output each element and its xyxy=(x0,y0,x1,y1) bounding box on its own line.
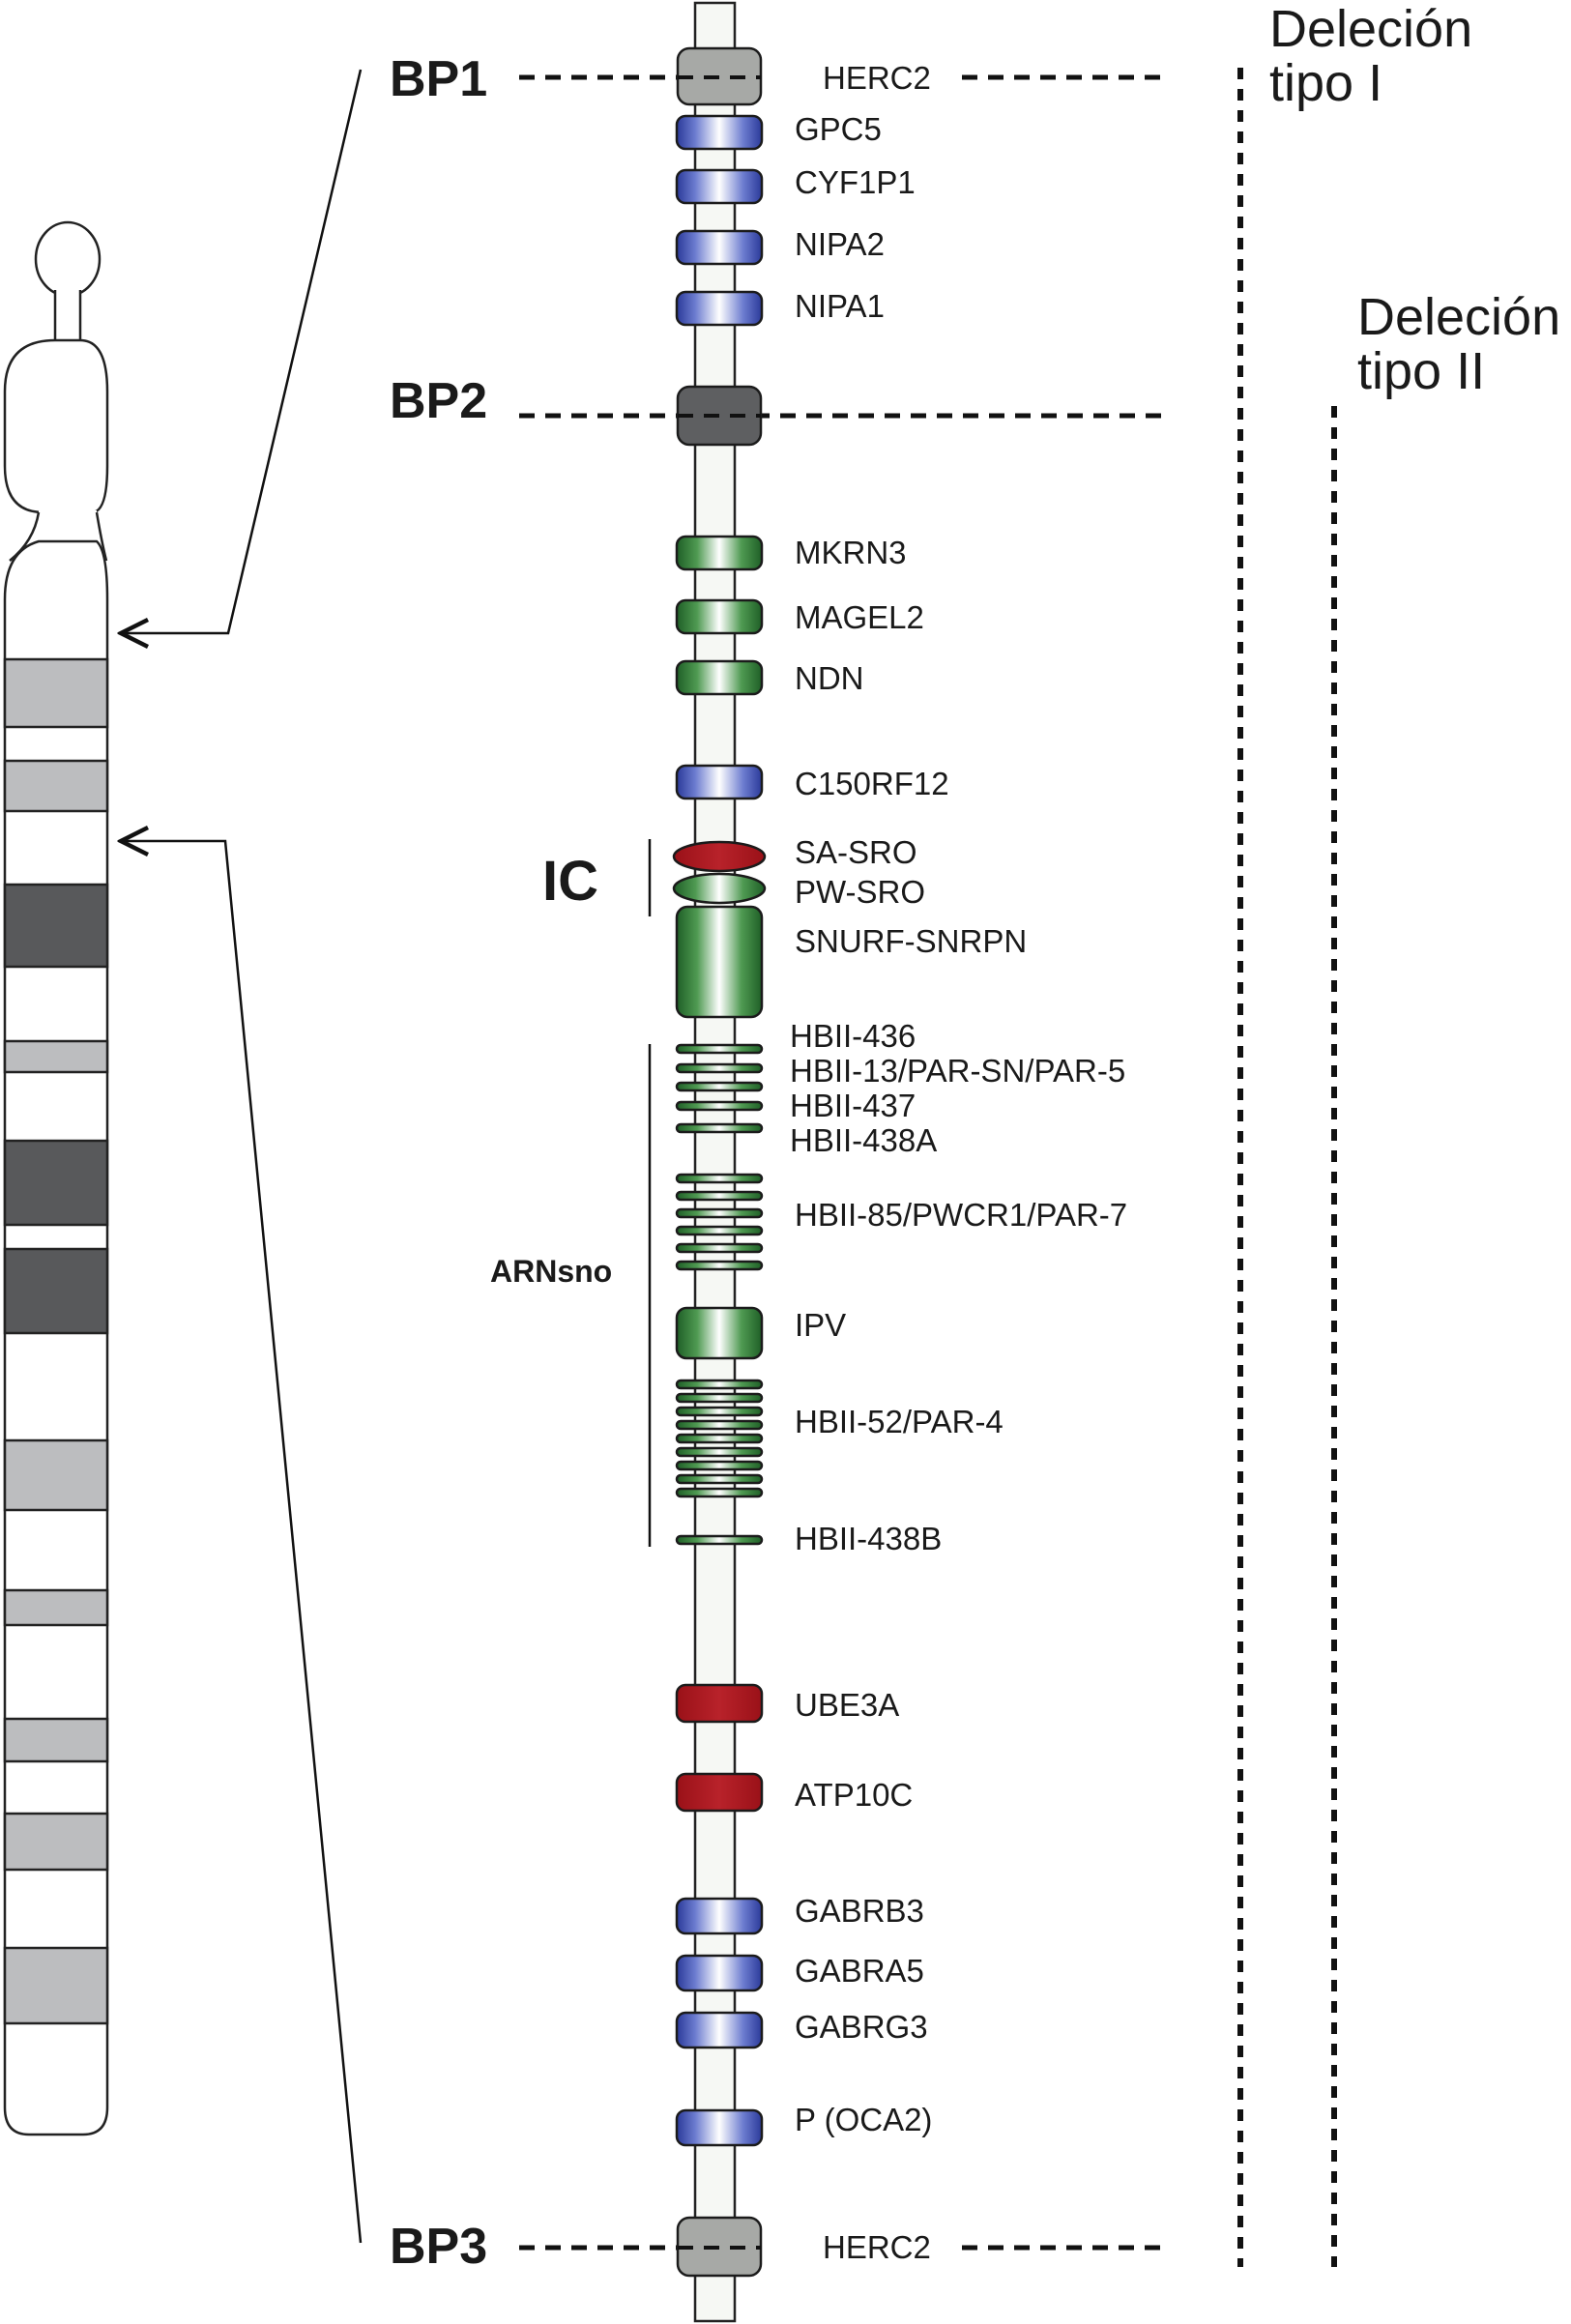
snorna-disc xyxy=(675,1433,764,1444)
chromosome-band xyxy=(3,1717,109,1763)
snorna-disc xyxy=(675,1260,764,1271)
snorna-disc xyxy=(675,1406,764,1417)
snorna-disc-group xyxy=(675,1043,764,1546)
gene-magel2-block xyxy=(675,598,764,635)
chromosome-band xyxy=(3,759,109,813)
gene-nipa1-block xyxy=(675,290,764,327)
gene-label-pw-sro: PW-SRO xyxy=(795,874,925,910)
chromosome-band xyxy=(3,1588,109,1627)
gene-ndn-block xyxy=(675,659,764,696)
snorna-disc xyxy=(675,1062,764,1074)
chromosome-satellite xyxy=(34,220,102,298)
snorna-disc xyxy=(675,1487,764,1498)
gene-label-ipv: IPV xyxy=(795,1307,846,1343)
bp1-label: BP1 xyxy=(390,51,487,107)
gene-label-gabra5: GABRA5 xyxy=(795,1953,924,1989)
ic-label: IC xyxy=(542,850,598,913)
snorna-disc xyxy=(675,1446,764,1458)
gene-label-hbii-438b: HBII-438B xyxy=(795,1521,942,1556)
gene-label-herc2-top: HERC2 xyxy=(823,60,931,96)
chromosome-band xyxy=(3,1139,109,1227)
gene-label-nipa1: NIPA1 xyxy=(795,288,885,324)
snorna-disc xyxy=(675,1242,764,1254)
gene-nipa2-block xyxy=(675,229,764,266)
gene-gpc5-block xyxy=(675,114,764,151)
chromosome-band xyxy=(3,657,109,729)
snorna-disc xyxy=(675,1043,764,1055)
gene-label-hbii-13: HBII-13/PAR-SN/PAR-5 xyxy=(790,1053,1125,1089)
deletion-type1-label-line2: tipo I xyxy=(1269,54,1382,112)
chromosome-band xyxy=(3,1812,109,1872)
gene-label-hbii-85: HBII-85/PWCR1/PAR-7 xyxy=(795,1197,1127,1233)
gene-label-ube3a: UBE3A xyxy=(795,1687,899,1723)
gene-mkrn3-block xyxy=(675,535,764,571)
gene-ipv-block xyxy=(675,1306,764,1360)
gene-gabrg3-block xyxy=(675,2011,764,2049)
gene-p-oca2-block xyxy=(675,2108,764,2147)
gene-label-ndn: NDN xyxy=(795,660,864,696)
gene-label-hbii-438a: HBII-438A xyxy=(790,1122,937,1158)
chromosome-band xyxy=(3,1946,109,2025)
gene-label-c150rf12: C150RF12 xyxy=(795,766,949,801)
gene-gabra5-block xyxy=(675,1954,764,1992)
gene-label-herc2-bottom: HERC2 xyxy=(823,2229,931,2265)
gene-label-p-oca2: P (OCA2) xyxy=(795,2102,932,2137)
gene-label-hbii-436: HBII-436 xyxy=(790,1018,916,1054)
deletion-type2-label-line1: Deleción xyxy=(1357,288,1560,346)
gene-label-hbii-52: HBII-52/PAR-4 xyxy=(795,1404,1004,1439)
gene-cyf1p1-block xyxy=(675,168,764,205)
chromosome-band xyxy=(3,1438,109,1512)
snorna-disc xyxy=(675,1534,764,1546)
snorna-disc xyxy=(675,1122,764,1134)
chromosome-band xyxy=(3,1247,109,1335)
gene-atp10c-block xyxy=(675,1772,764,1813)
gene-label-atp10c: ATP10C xyxy=(795,1777,913,1813)
sa-sro-ellipse xyxy=(672,840,767,873)
snorna-disc xyxy=(675,1207,764,1219)
gene-label-gabrb3: GABRB3 xyxy=(795,1893,924,1929)
bp2-label: BP2 xyxy=(390,373,487,429)
gene-label-sa-sro: SA-SRO xyxy=(795,834,917,870)
snorna-disc xyxy=(675,1419,764,1431)
chromosome-band xyxy=(3,883,109,969)
gene-ube3a-block xyxy=(675,1683,764,1724)
gene-label-cyf1p1: CYF1P1 xyxy=(795,164,916,200)
pw-sro-ellipse xyxy=(672,872,767,905)
gene-snurf-snrpn-block xyxy=(675,905,764,1019)
zoom-connector-lines xyxy=(121,69,363,2244)
snorna-disc xyxy=(675,1392,764,1404)
snorna-disc xyxy=(675,1225,764,1236)
deletion-type2-label-line2: tipo II xyxy=(1357,342,1485,400)
snorna-disc xyxy=(675,1190,764,1202)
gene-label-mkrn3: MKRN3 xyxy=(795,535,907,570)
arnsno-label: ARNsno xyxy=(490,1254,612,1289)
bp3-label: BP3 xyxy=(390,2219,487,2275)
snorna-disc xyxy=(675,1379,764,1390)
gene-label-magel2: MAGEL2 xyxy=(795,599,924,635)
deletion-type1-label-line1: Deleción xyxy=(1269,0,1472,58)
gene-label-hbii-437: HBII-437 xyxy=(790,1088,916,1123)
gene-label-snurf-snrpn: SNURF-SNRPN xyxy=(795,923,1027,959)
gene-c150rf12-block xyxy=(675,764,764,800)
snorna-disc xyxy=(675,1173,764,1184)
chromosome-stalk xyxy=(55,292,80,340)
gene-label-gabrg3: GABRG3 xyxy=(795,2009,928,2045)
snorna-disc xyxy=(675,1100,764,1112)
gene-label-gpc5: GPC5 xyxy=(795,111,882,147)
snorna-disc xyxy=(675,1460,764,1471)
snorna-disc xyxy=(675,1473,764,1485)
gene-gabrb3-block xyxy=(675,1897,764,1935)
chromosome-band xyxy=(3,1039,109,1074)
snorna-disc xyxy=(675,1081,764,1092)
chromosome-ideogram xyxy=(3,220,109,2136)
gene-label-nipa2: NIPA2 xyxy=(795,226,885,262)
